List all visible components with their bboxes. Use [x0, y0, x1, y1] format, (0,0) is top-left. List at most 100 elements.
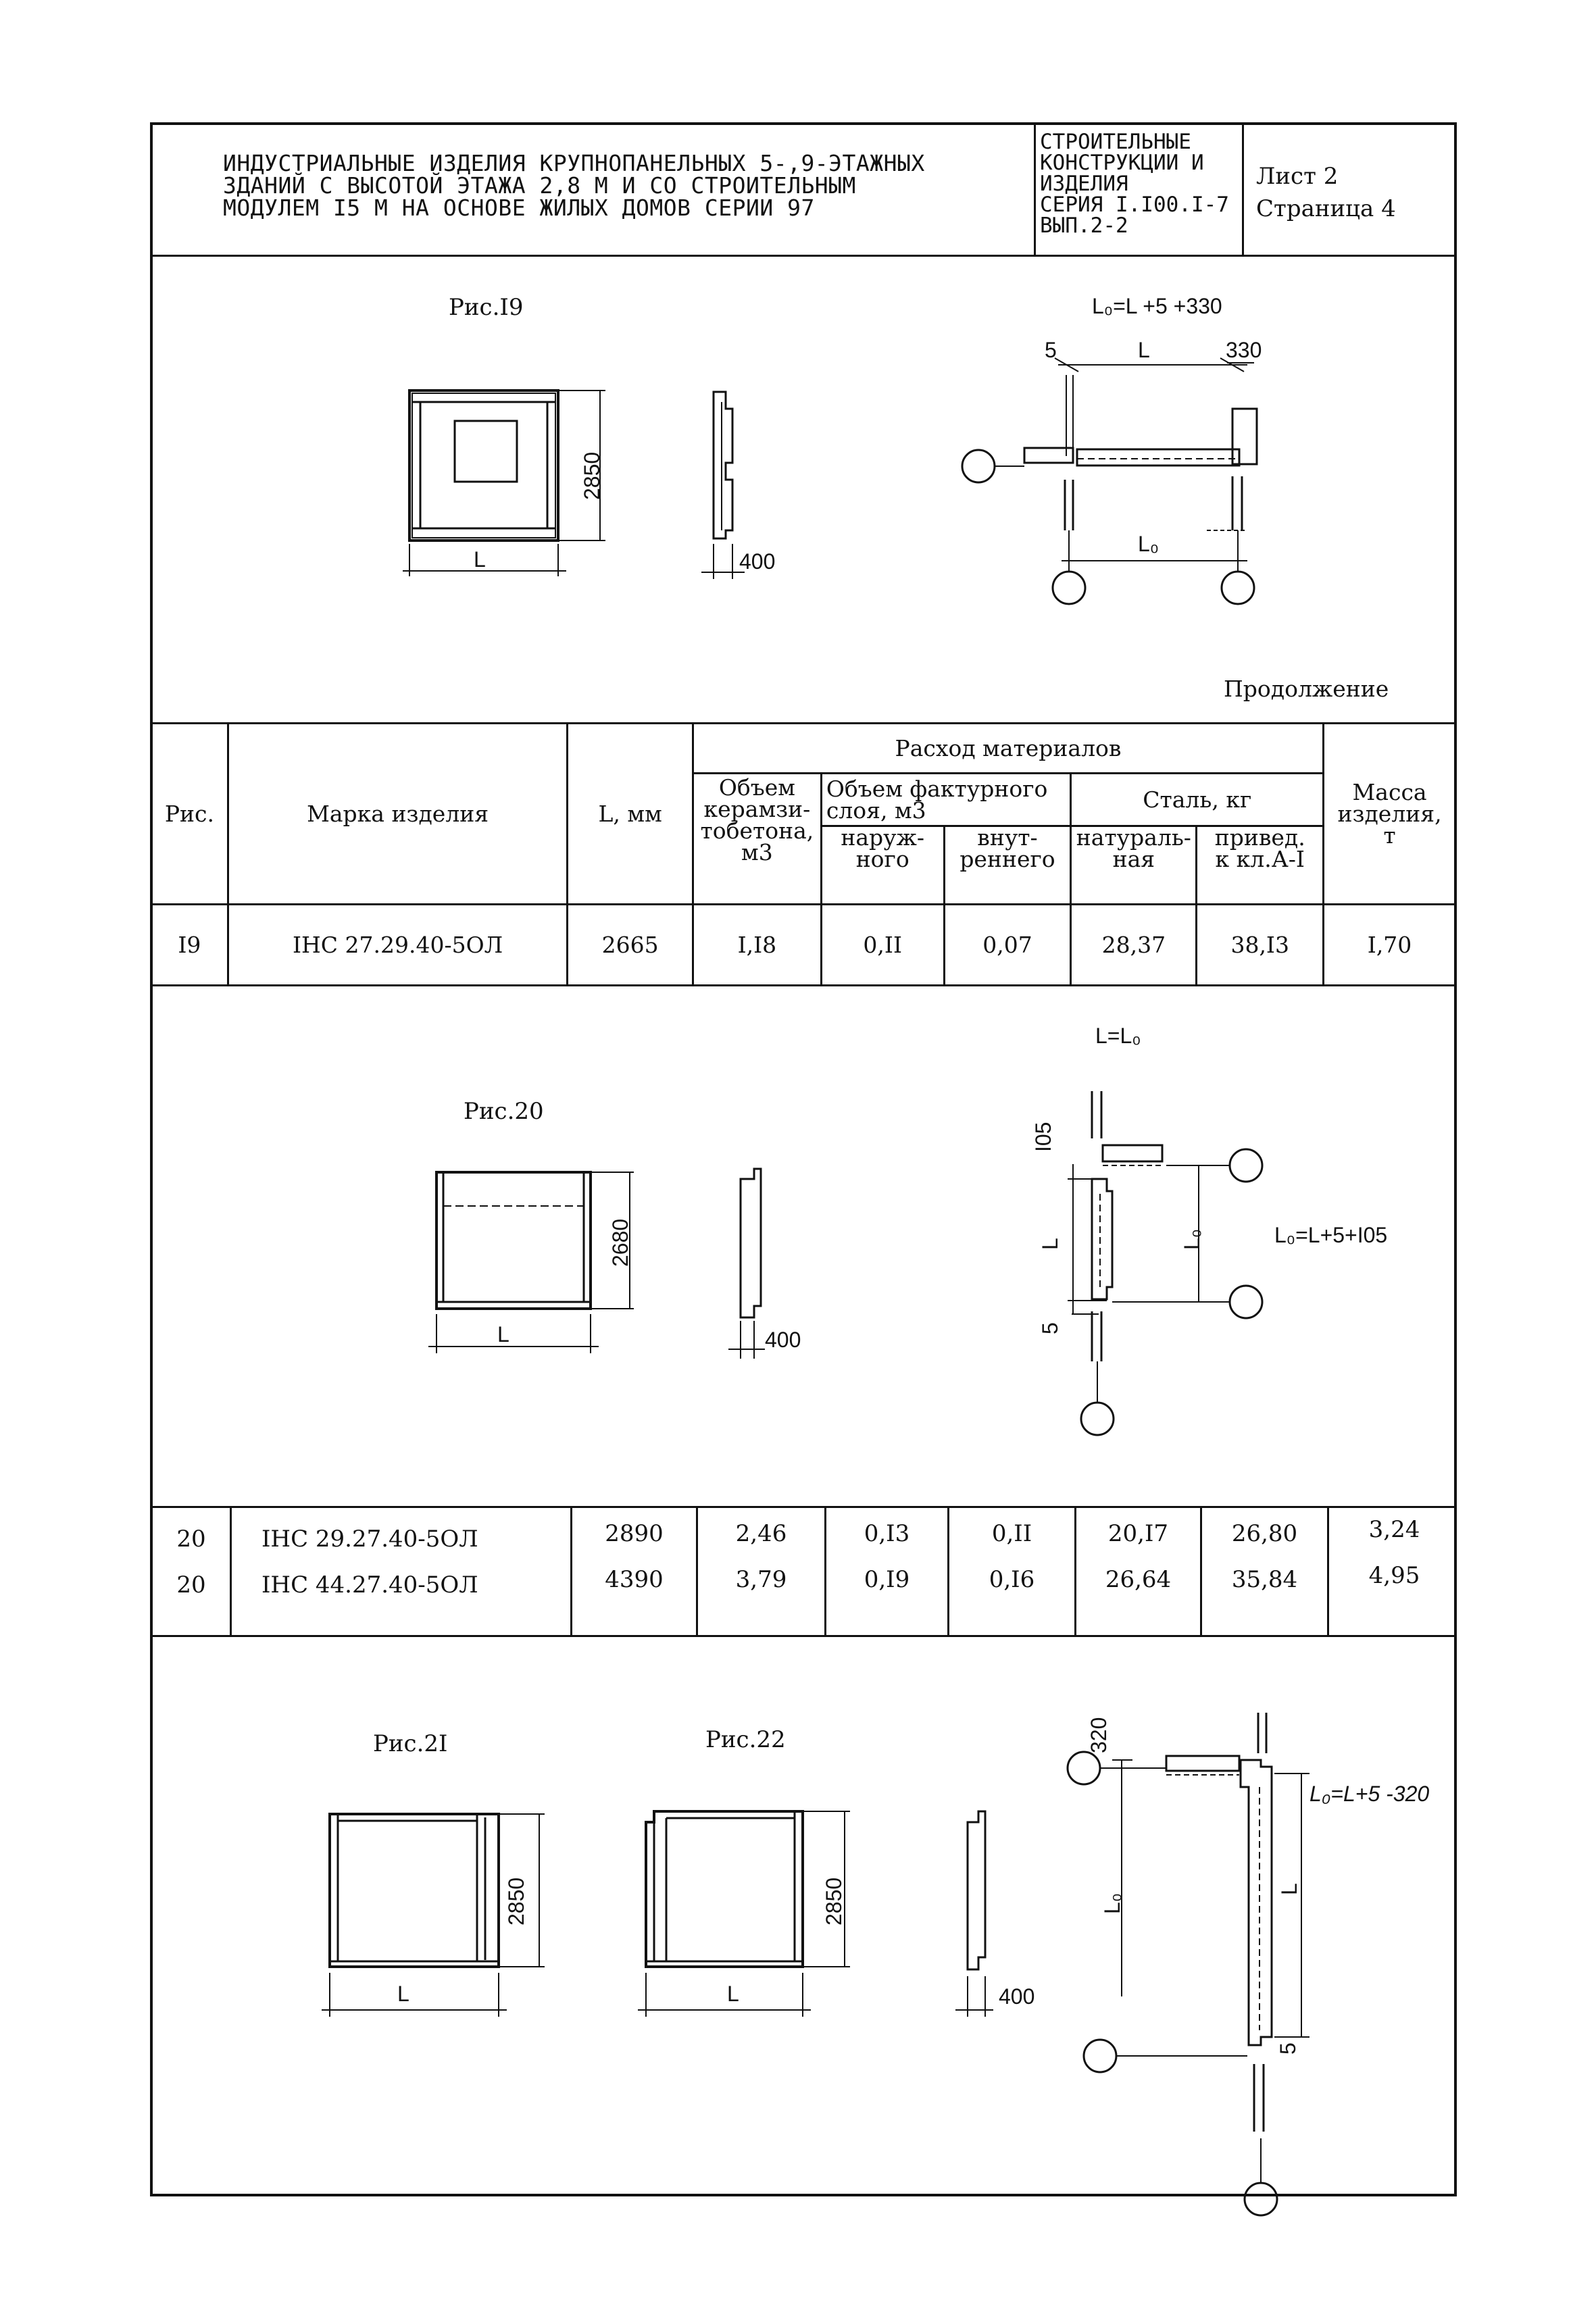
fig2122-dim-L0: L₀	[1100, 1892, 1124, 1914]
sheet-block: Лист 2 Страница 4	[1256, 160, 1396, 225]
header-divider	[153, 255, 1454, 257]
row19-L: 2665	[566, 903, 694, 986]
drawing-frame: ИНДУСТРИАЛЬНЫЕ ИЗДЕЛИЯ КРУПНОПАНЕЛЬНЫХ 5…	[150, 122, 1457, 2196]
series-line-5: ВЫП.2-2	[1040, 213, 1128, 238]
table-row: I9 IНС 27.29.40-5ОЛ 2665 I,I8 0,II 0,07 …	[150, 903, 1457, 986]
fig19-formula: L₀=L +5 +330	[1092, 294, 1222, 318]
volume-line-4: м3	[741, 839, 773, 865]
fig20-col-mark: IНС 29.27.40-5ОЛ IНС 44.27.40-5ОЛ	[230, 1508, 570, 1635]
row20b-vol: 3,79	[735, 1566, 787, 1593]
fig19-drawing	[153, 125, 1460, 733]
row20a-L: 2890	[605, 1520, 664, 1547]
row19-inner: 0,07	[943, 903, 1072, 986]
col-reduced-header: привед. к кл.А-I	[1195, 825, 1325, 905]
row20b-red: 35,84	[1231, 1566, 1298, 1593]
row20a-outer: 0,I3	[864, 1520, 910, 1547]
fig20-formula-top: L=L₀	[1095, 1024, 1141, 1048]
outer-line-2: ного	[855, 846, 909, 872]
fig20-width-dim: L	[497, 1322, 509, 1347]
fig20-drawing	[153, 125, 1460, 1679]
mass-line-2: изделия,	[1337, 800, 1442, 827]
col-volume-header: Объем керамзи- тобетона, м3	[691, 772, 822, 905]
fig21-caption: Рис.2I	[373, 1730, 448, 1757]
col-inner-header: внут- реннего	[943, 824, 1072, 905]
fig21-width-dim: L	[397, 1982, 409, 2006]
volume-line-1: Объем	[718, 774, 795, 801]
title-line-3: МОДУЛЕМ I5 М НА ОСНОВЕ ЖИЛЫХ ДОМОВ СЕРИИ…	[223, 195, 815, 221]
fig22-height-dim: 2850	[822, 1877, 846, 1926]
fig22-caption: Рис.22	[705, 1726, 786, 1753]
series-line-1: СТРОИТЕЛЬНЫЕ	[1040, 130, 1191, 154]
mass-line-1: Масса	[1352, 778, 1427, 805]
row19-mark: IНС 27.29.40-5ОЛ	[226, 903, 569, 986]
row20b-mass: 4,95	[1368, 1562, 1420, 1589]
row19-red: 38,I3	[1195, 903, 1325, 986]
fig20-col-inner: 0,II 0,I6	[947, 1508, 1074, 1635]
col-steel-header: Сталь, кг	[1070, 772, 1325, 827]
col-materials-header: Расход материалов	[691, 722, 1325, 774]
row20b-fig: 20	[176, 1571, 206, 1599]
row20b-inner: 0,I6	[989, 1566, 1035, 1593]
col-fig-header: Рис.	[150, 722, 229, 905]
fig2122-drawing	[153, 125, 1460, 2219]
fig20-col-nat: 20,I7 26,64	[1074, 1508, 1200, 1635]
row20a-red: 26,80	[1231, 1520, 1298, 1547]
outer-line-1: наруж-	[841, 824, 925, 851]
row19-outer: 0,II	[820, 903, 945, 986]
fig20-col-outer: 0,I3 0,I9	[824, 1508, 947, 1635]
row20a-vol: 2,46	[735, 1520, 787, 1547]
row20a-mark: IНС 29.27.40-5ОЛ	[261, 1526, 478, 1553]
volume-line-2: керамзи-	[703, 796, 811, 822]
fig20-caption: Рис.20	[464, 1098, 544, 1125]
row19-fig: I9	[150, 903, 229, 986]
col-mark-header: Марка изделия	[226, 722, 569, 905]
row20b-nat: 26,64	[1105, 1566, 1172, 1593]
inner-line-2: реннего	[959, 846, 1055, 872]
mass-line-3: т	[1383, 822, 1396, 849]
fig21-height-dim: 2850	[504, 1877, 528, 1926]
fig20-col-L: 2890 4390	[570, 1508, 696, 1635]
row19-mass: I,70	[1322, 903, 1457, 986]
fig22-thickness-dim: 400	[999, 1984, 1035, 2009]
volume-line-3: тобетона,	[700, 818, 814, 844]
inner-line-1: внут-	[977, 824, 1038, 851]
page-number: Страница 4	[1256, 195, 1396, 222]
natural-line-1: натураль-	[1076, 824, 1191, 851]
row20b-outer: 0,I9	[864, 1566, 910, 1593]
fig2122-dim-5: 5	[1276, 2042, 1300, 2055]
fig22-width-dim: L	[727, 1982, 739, 2006]
fig19-width-dim: L	[474, 547, 486, 572]
col-mass-header: Масса изделия, т	[1322, 722, 1457, 905]
row20a-inner: 0,II	[991, 1520, 1032, 1547]
row20b-mark: IНС 44.27.40-5ОЛ	[261, 1571, 478, 1599]
series-block: СТРОИТЕЛЬНЫЕ КОНСТРУКЦИИ И ИЗДЕЛИЯ СЕРИЯ…	[1034, 125, 1244, 255]
materials-table: Рис. Марка изделия L, мм Расход материал…	[150, 722, 1457, 986]
row20a-nat: 20,I7	[1107, 1520, 1169, 1547]
fig20-rows: 20 20 IНС 29.27.40-5ОЛ IНС 44.27.40-5ОЛ …	[153, 1506, 1454, 1637]
fig2122-dim-320: 320	[1087, 1717, 1111, 1753]
fig2122-formula: L₀=L+5 -320	[1310, 1782, 1430, 1806]
fig20-col-red: 26,80 35,84	[1200, 1508, 1327, 1635]
header-title: ИНДУСТРИАЛЬНЫЕ ИЗДЕЛИЯ КРУПНОПАНЕЛЬНЫХ 5…	[223, 152, 1074, 219]
fig2122-dim-L: L	[1277, 1883, 1301, 1895]
row20a-fig: 20	[176, 1526, 206, 1553]
title-line-1: ИНДУСТРИАЛЬНЫЕ ИЗДЕЛИЯ КРУПНОПАНЕЛЬНЫХ 5…	[223, 150, 925, 176]
fig19-dim-330: 330	[1226, 338, 1262, 362]
col-texture-header: Объем фактурного слоя, м3	[820, 772, 1072, 827]
natural-line-2: ная	[1112, 846, 1155, 872]
row20b-L: 4390	[605, 1566, 664, 1593]
col-natural-header: натураль- ная	[1070, 824, 1198, 905]
continuation-label: Продолжение	[1224, 676, 1389, 702]
fig20-thickness-dim: 400	[765, 1328, 801, 1352]
sheet-number: Лист 2	[1256, 163, 1339, 190]
title-line-2: ЗДАНИЙ С ВЫСОТОЙ ЭТАЖА 2,8 М И СО СТРОИТ…	[223, 172, 856, 199]
fig19-dim-L0: L₀	[1138, 532, 1159, 556]
reduced-line-2: к кл.А-I	[1215, 846, 1305, 872]
fig19-caption: Рис.I9	[449, 294, 524, 321]
col-outer-header: наруж- ного	[820, 824, 945, 905]
series-line-2: КОНСТРУКЦИИ И	[1040, 151, 1204, 175]
fig20-col-vol: 2,46 3,79	[696, 1508, 824, 1635]
fig19-dim-L: L	[1138, 338, 1150, 362]
fig20-formula-right: L₀=L+5+I05	[1274, 1223, 1388, 1247]
series-line-3: ИЗДЕЛИЯ	[1040, 172, 1128, 196]
